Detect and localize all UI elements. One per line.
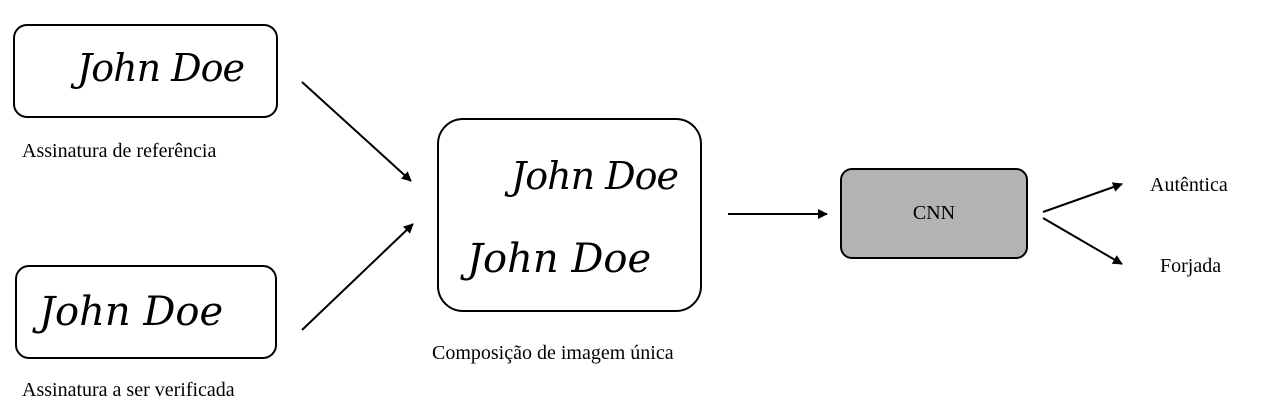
questioned-signature: John Doe xyxy=(39,289,224,335)
questioned-signature-box: John Doe xyxy=(15,265,277,359)
reference-caption: Assinatura de referência xyxy=(22,140,217,162)
cnn-box: CNN xyxy=(840,168,1028,259)
output-forged: Forjada xyxy=(1160,255,1222,277)
output-genuine: Autêntica xyxy=(1150,174,1228,196)
reference-signature: John Doe xyxy=(77,46,245,90)
questioned-caption: Assinatura a ser verificada xyxy=(22,379,235,401)
composite-bottom-signature: John Doe xyxy=(467,236,652,282)
arrow-cnn-to-forged xyxy=(1042,217,1123,265)
cnn-label: CNN xyxy=(912,202,956,224)
composite-image-box: John Doe John Doe xyxy=(437,118,702,312)
reference-signature-box: John Doe xyxy=(13,24,278,118)
composite-caption: Composição de imagem única xyxy=(432,342,674,364)
composite-top-signature: John Doe xyxy=(511,154,679,198)
arrow-cnn-to-genuine xyxy=(1042,182,1123,213)
arrow-questioned-to-composite xyxy=(301,223,414,331)
arrow-reference-to-composite xyxy=(301,81,412,182)
